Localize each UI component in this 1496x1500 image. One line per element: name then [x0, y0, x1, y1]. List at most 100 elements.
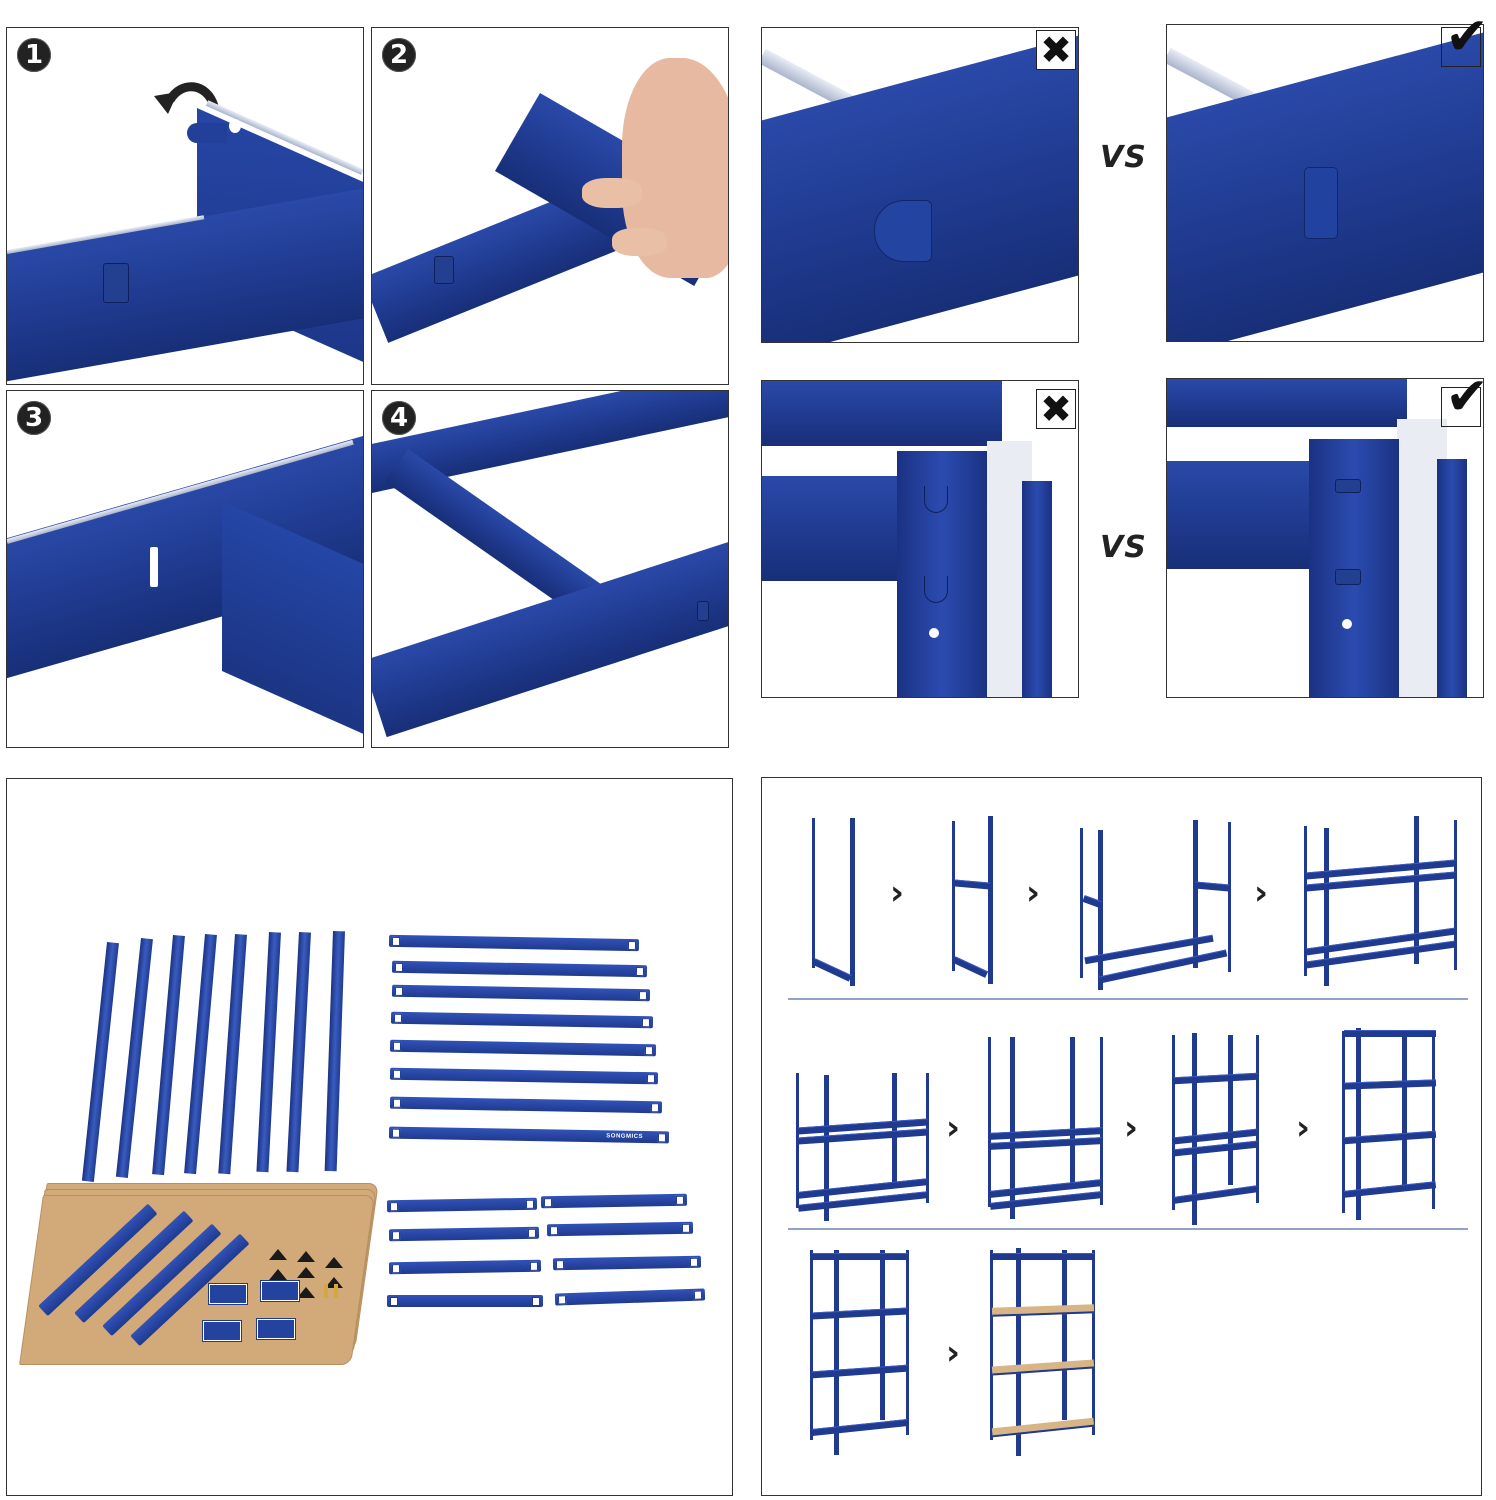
post-back [1022, 481, 1052, 697]
beam-slot [149, 546, 159, 588]
bracket [261, 1281, 299, 1301]
top-beam [762, 381, 1002, 446]
stage-2-4 [1342, 1026, 1438, 1226]
foot-cap [269, 1269, 287, 1280]
chevron-right-icon: › [1124, 1108, 1139, 1148]
step-number-badge: 3 [17, 401, 51, 435]
post-hole [929, 628, 939, 638]
foot-cap [325, 1277, 343, 1288]
stage-2-2 [988, 1035, 1106, 1225]
upright-post [184, 934, 217, 1175]
tab-seated [1304, 167, 1338, 239]
short-beam [386, 1197, 538, 1213]
step-number-badge: 1 [17, 38, 51, 72]
upright-post [81, 942, 119, 1182]
foot-cap [297, 1251, 315, 1262]
upright-post [256, 932, 281, 1173]
row-divider [788, 998, 1468, 1000]
wrong-mark-icon: ✖ [1036, 389, 1076, 429]
chevron-right-icon: › [946, 1108, 961, 1148]
parts-overview-panel: SONGMICS [6, 778, 733, 1496]
step-number-badge: 2 [382, 38, 416, 72]
long-beam [391, 984, 651, 1002]
step-number-badge: 4 [382, 401, 416, 435]
hook-seated [1335, 479, 1361, 493]
foot-cap [297, 1267, 315, 1278]
row-divider [788, 1228, 1468, 1230]
hook-seated [1335, 569, 1361, 585]
stage-2-3 [1172, 1033, 1262, 1228]
wrong-mark-icon: ✖ [1036, 30, 1076, 70]
foot-cap [297, 1287, 315, 1298]
check-mark-icon: ✔ [1441, 11, 1489, 67]
short-beam [540, 1193, 688, 1209]
stage-1-1 [810, 818, 865, 988]
hook-unseated [924, 486, 948, 513]
upright-post [115, 938, 153, 1178]
short-beam [552, 1255, 702, 1271]
short-beam [388, 1226, 540, 1242]
beam-slot [103, 263, 129, 303]
finger [582, 178, 642, 208]
assembly-flow-panel: › › › › [761, 777, 1482, 1496]
tab-unseated [874, 200, 932, 262]
chevron-right-icon: › [1026, 873, 1041, 913]
step-4-panel: 4 [371, 390, 729, 748]
chevron-right-icon: › [1254, 873, 1269, 913]
comparison-2-correct: ✔ [1166, 371, 1489, 698]
upright-post [324, 931, 345, 1172]
beam-slot [697, 601, 709, 621]
step-1-panel: 1 [6, 27, 364, 385]
foot-cap [325, 1257, 343, 1268]
curved-arrow-icon [154, 82, 219, 114]
check-mark-icon: ✔ [1441, 371, 1489, 427]
stage-1-3 [1080, 818, 1235, 990]
post [1309, 439, 1399, 697]
beam-bottom [7, 178, 363, 383]
top-beam [1167, 379, 1407, 427]
vs-label: VS [1100, 530, 1147, 565]
beam-tab [187, 123, 227, 143]
side-beam [1167, 461, 1317, 569]
step-3-panel: 3 [6, 390, 364, 748]
comparison-1-wrong: ✖ [761, 27, 1079, 343]
chevron-right-icon: › [890, 873, 905, 913]
brand-logo: SONGMICS [606, 1133, 644, 1140]
stage-1-2 [950, 816, 1005, 986]
bracket [257, 1319, 295, 1339]
wall-anchor [324, 1284, 328, 1298]
stage-2-1 [796, 1073, 931, 1223]
post-hole [1342, 619, 1352, 629]
long-beam [390, 1011, 654, 1029]
bracket [203, 1321, 241, 1341]
short-beam [546, 1221, 694, 1237]
bracket [209, 1284, 247, 1304]
short-beam [388, 1259, 542, 1275]
wall-anchor [334, 1284, 338, 1298]
stage-1-4 [1304, 816, 1459, 986]
finger [612, 228, 667, 256]
short-beam [387, 1295, 543, 1307]
chevron-right-icon: › [946, 1333, 961, 1373]
side-beam [762, 476, 912, 581]
upright-post [286, 932, 311, 1173]
long-beam: SONGMICS [388, 1126, 670, 1144]
hook-unseated [924, 576, 948, 603]
long-beam [389, 1039, 657, 1057]
stage-3-1 [810, 1248, 910, 1458]
beam-hole [229, 119, 241, 133]
long-beam [389, 1096, 663, 1114]
short-beam [554, 1288, 706, 1306]
foot-cap [269, 1249, 287, 1260]
vs-label: VS [1100, 140, 1147, 175]
long-beam [388, 934, 640, 952]
beam-slot [434, 256, 454, 284]
upright-post [218, 934, 247, 1175]
comparison-2-wrong: ✖ [761, 380, 1079, 698]
upright-post [152, 935, 185, 1176]
long-beam [391, 960, 648, 978]
comparison-1-correct: ✔ [1166, 11, 1489, 342]
stage-3-2 [990, 1248, 1096, 1458]
long-beam [389, 1067, 659, 1085]
step-2-panel: 2 [371, 27, 729, 385]
